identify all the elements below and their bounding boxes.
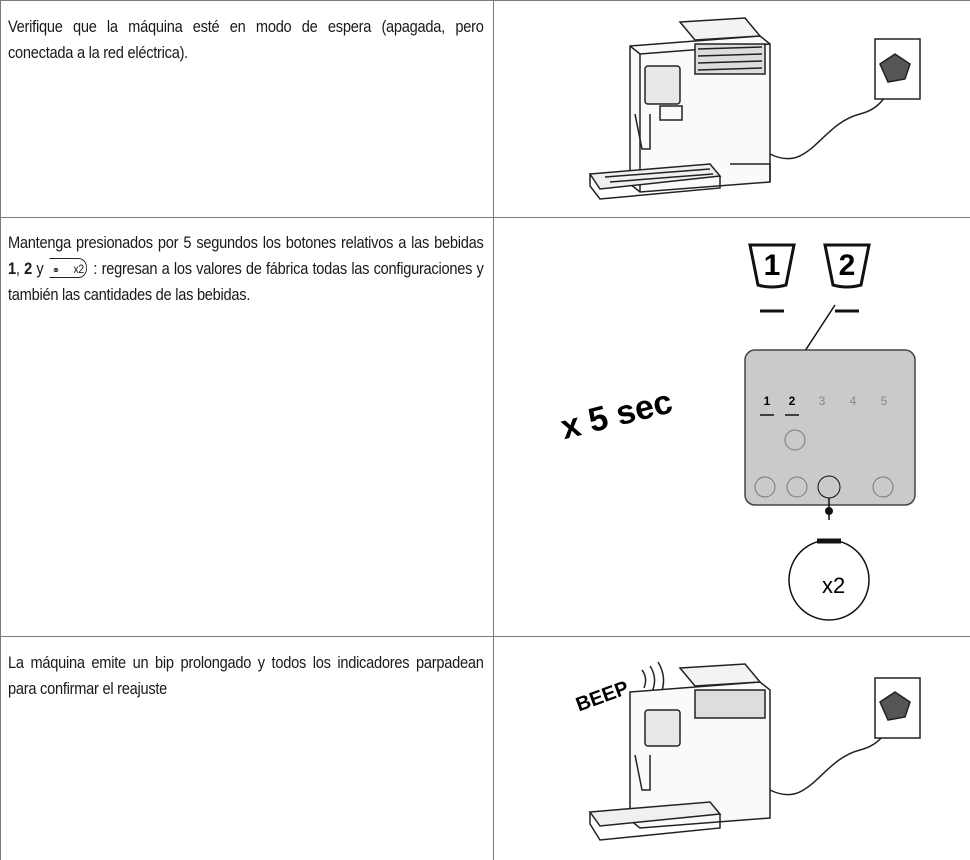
svg-text:5: 5: [881, 394, 888, 408]
key-1-label: 1: [764, 249, 781, 282]
step-3-text: La máquina emite un bip prolongado y tod…: [8, 653, 484, 698]
step-2-text: Mantenga presionados por 5 segundos los …: [8, 233, 484, 304]
duration-label: x 5 sec: [557, 383, 676, 447]
table-border-top: [0, 0, 970, 1]
step-1-text: Verifique que la máquina esté en modo de…: [8, 17, 484, 62]
beep-label: BEEP: [573, 677, 632, 716]
zoom-label: x2: [822, 573, 845, 598]
beverage-1-label: 1: [8, 259, 16, 278]
table-border-left: [0, 0, 1, 860]
svg-text:3: 3: [819, 394, 826, 408]
beverage-2-label: 2: [24, 259, 32, 278]
double-cup-button-icon: ⚭x2: [49, 257, 88, 278]
control-panel: [744, 349, 916, 506]
control-panel-illustration: 1 2 x 5 sec 1 2 3 4 5 x2: [557, 243, 916, 621]
machine-beep-illustration: BEEP: [573, 661, 921, 841]
key-2-icon: [823, 243, 871, 289]
machine-plugged-illustration: [588, 17, 921, 200]
table-column-divider: [493, 0, 494, 860]
row-divider: [0, 217, 970, 218]
key-2-label: 2: [839, 249, 856, 282]
svg-text:4: 4: [850, 394, 857, 408]
svg-text:2: 2: [789, 394, 796, 408]
row-divider: [0, 636, 970, 637]
key-1-icon: [748, 243, 796, 289]
svg-text:1: 1: [764, 394, 771, 408]
